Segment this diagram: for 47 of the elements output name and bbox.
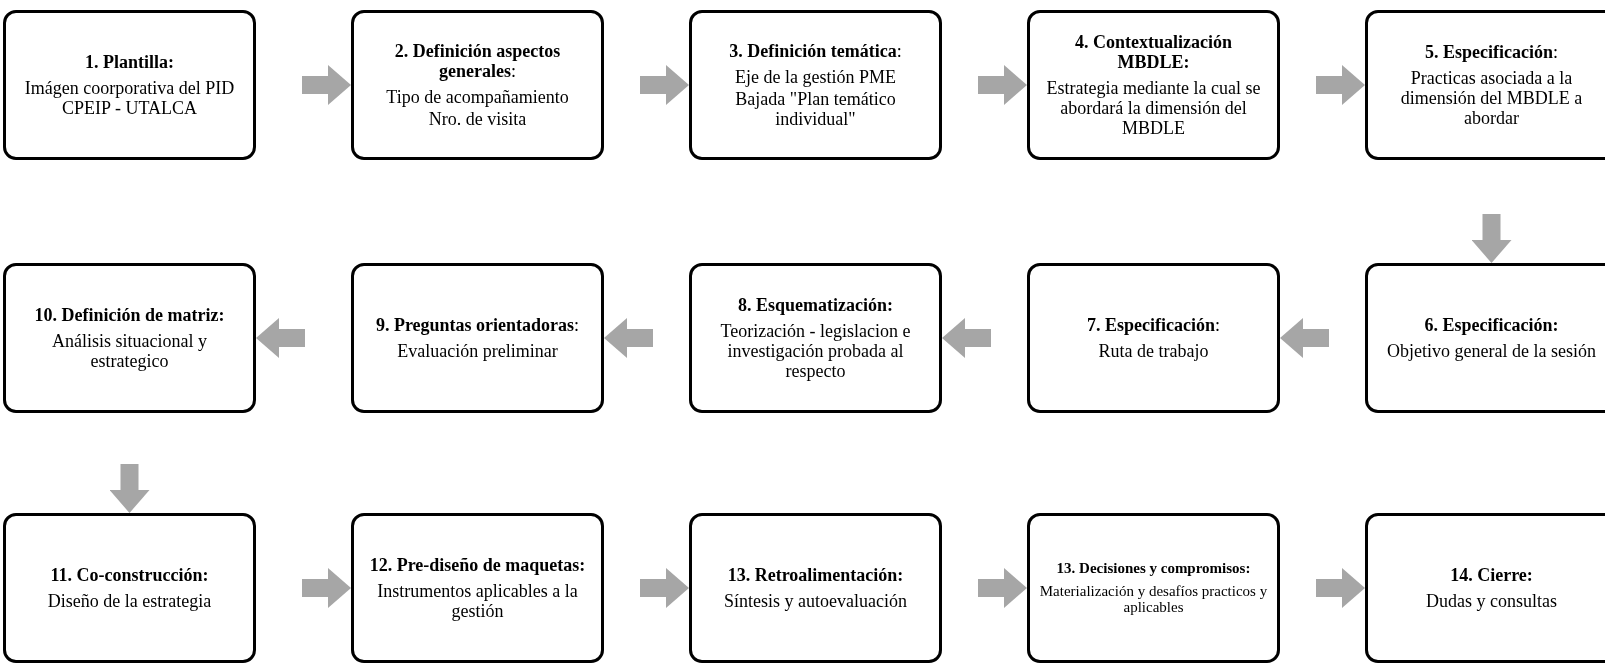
process-box	[1365, 513, 1605, 663]
step-heading: 13. Decisiones y compromisos:	[1056, 559, 1251, 577]
step-description: Nro. de visita	[428, 109, 527, 130]
process-box	[1027, 513, 1280, 663]
step-heading: 8. Esquematización:	[738, 294, 893, 315]
process-box	[1365, 10, 1605, 160]
step-description: Practicas asociada a la dimensión del MBDLE a abordar	[1399, 67, 1584, 129]
step-description: Análisis situacional y estrategico	[51, 330, 208, 372]
process-box	[351, 263, 604, 413]
process-box	[689, 10, 942, 160]
step-heading: 10. Definición de matriz:	[34, 304, 225, 325]
step-description: Ruta de trabajo	[1098, 341, 1209, 362]
step-description: Teorización - legislacion e investigación probada al respecto	[719, 320, 912, 382]
process-box	[351, 513, 604, 663]
process-box	[1365, 263, 1605, 413]
step-heading: 7. Especificación:	[1087, 314, 1220, 335]
step-description: Objetivo general de la sesión	[1387, 341, 1596, 362]
process-box	[1027, 10, 1280, 160]
step-description: Eje de la gestión PME	[735, 66, 896, 87]
process-box	[689, 263, 942, 413]
step-heading: 12. Pre-diseño de maquetas:	[369, 554, 586, 575]
process-box	[3, 10, 256, 160]
step-description: Tipo de acompañamiento	[386, 87, 569, 108]
process-box	[351, 10, 604, 160]
step-heading: 4. Contextualización MBDLE:	[1074, 31, 1233, 72]
step-description: Estrategia mediante la cual se abordará la dimensión del MBDLE	[1045, 77, 1262, 139]
process-box	[689, 513, 942, 663]
process-box	[3, 513, 256, 663]
step-heading: 6. Especificación:	[1424, 314, 1559, 335]
step-heading: 3. Definición temática:	[729, 40, 902, 61]
step-heading: 11. Co-construcción:	[50, 564, 209, 585]
step-heading: 13. Retroalimentación:	[727, 564, 904, 585]
step-heading: 1. Plantilla:	[85, 51, 174, 72]
step-heading: 9. Preguntas orientadoras:	[375, 314, 580, 335]
step-description: Imágen coorporativa del PID CPEIP - UTALCA	[23, 77, 236, 119]
step-description: Evaluación preliminar	[397, 341, 558, 362]
step-description: Dudas y consultas	[1426, 591, 1557, 612]
step-description: Síntesis y autoevaluación	[724, 591, 907, 612]
step-heading: 5. Especificación:	[1425, 41, 1558, 62]
process-box	[1027, 263, 1280, 413]
step-description: Materialización y desafíos practicos y aplicables	[1038, 582, 1269, 617]
step-heading: 2. Definición aspectos generales:	[393, 40, 562, 81]
step-description: Instrumentos aplicables a la gestión	[376, 580, 579, 622]
step-description: Bajada "Plan temático individual"	[734, 89, 897, 130]
process-box	[3, 263, 256, 413]
step-description: Diseño de la estrategia	[47, 591, 212, 612]
step-heading: 14. Cierre:	[1450, 564, 1533, 585]
